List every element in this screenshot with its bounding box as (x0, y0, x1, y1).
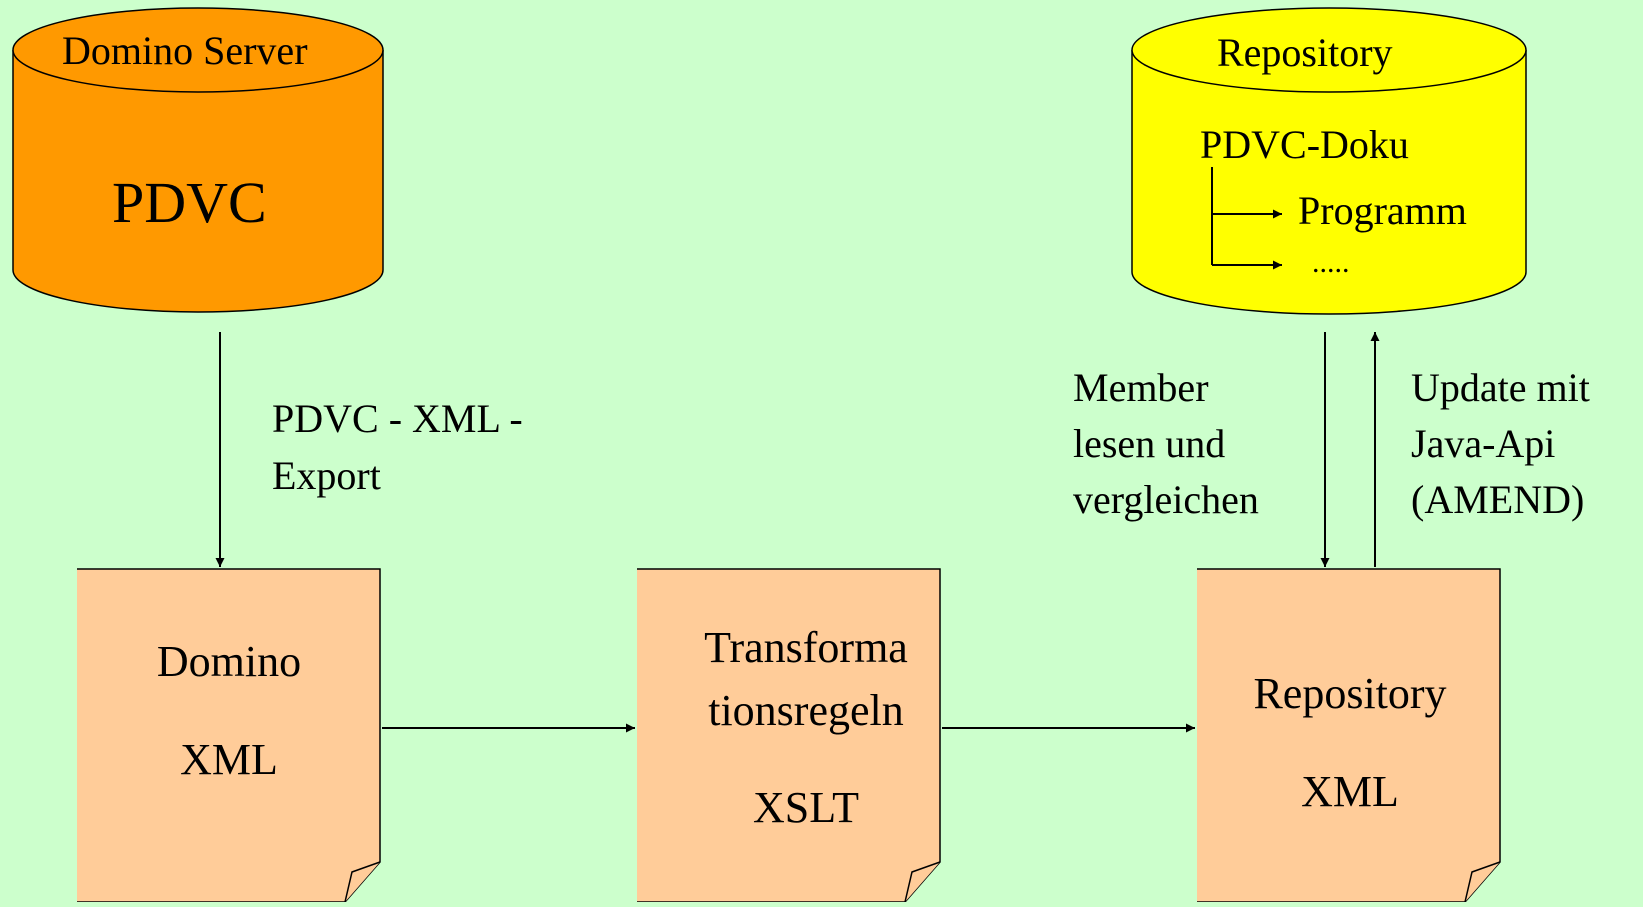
read-label-line-3: vergleichen (1073, 477, 1259, 522)
export-label-line-1: PDVC - XML - (272, 396, 523, 441)
domino-xml-line-2: XML (180, 735, 278, 784)
read-label-line-2: lesen und (1073, 421, 1225, 466)
update-label-line-1: Update mit (1411, 365, 1590, 410)
repository-xml-line-2: XML (1301, 767, 1399, 816)
domino-server-cylinder-top (12, 7, 384, 93)
repository-xml-document: Repository XML (1197, 568, 1501, 903)
repository-xml-document-fold (1464, 861, 1501, 903)
transformation-line-1: Transforma (704, 623, 908, 672)
update-label-line-3: (AMEND) (1411, 477, 1584, 522)
domino-server-database: Domino Server PDVC (12, 7, 384, 313)
repository-title: Repository (1217, 30, 1393, 75)
transformation-line-3: XSLT (753, 783, 859, 832)
repository-root-item: PDVC-Doku (1200, 122, 1409, 167)
repository-child-item-1: Programm (1298, 188, 1467, 233)
transformation-document-fold (904, 861, 941, 903)
repository-xml-line-1: Repository (1253, 669, 1446, 718)
domino-xml-line-1: Domino (157, 637, 301, 686)
domino-xml-document: Domino XML (77, 568, 381, 903)
transformation-rules-document: Transforma tionsregeln XSLT (637, 568, 941, 903)
repository-xml-document-shape (1197, 568, 1501, 903)
read-label-line-1: Member (1073, 365, 1209, 410)
update-label-line-2: Java-Api (1411, 421, 1555, 466)
domino-server-cylinder-body (12, 50, 384, 313)
transformation-line-2: tionsregeln (708, 686, 904, 735)
repository-cylinder-body (1131, 50, 1527, 315)
repository-child-item-2: ..... (1312, 246, 1350, 279)
repository-database: Repository PDVC-Doku Programm ..... (1131, 7, 1527, 315)
domino-server-title: Domino Server (62, 28, 308, 73)
domino-server-content: PDVC (112, 170, 267, 235)
export-label-line-2: Export (272, 453, 381, 498)
transformation-document-shape (637, 568, 941, 903)
repository-cylinder-top (1131, 7, 1527, 93)
domino-xml-document-fold (344, 861, 381, 903)
